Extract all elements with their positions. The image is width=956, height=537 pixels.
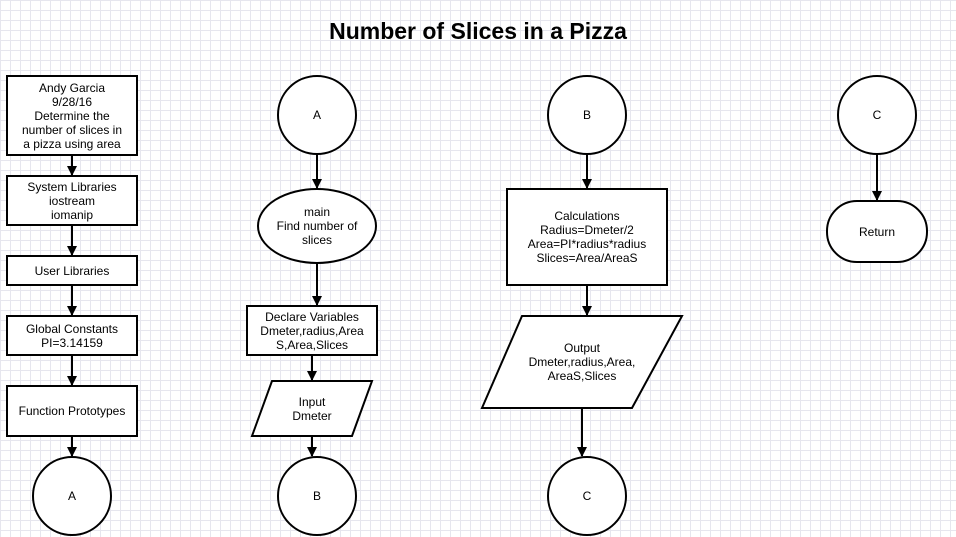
calculations-box bbox=[506, 188, 668, 286]
header-box bbox=[6, 75, 138, 156]
user-libraries-label: User Libraries bbox=[34, 263, 110, 278]
connector-a-out-label: A bbox=[67, 489, 76, 503]
global-constants-box bbox=[6, 315, 138, 356]
declare-variables-label: Declare Variables Dmeter,radius,Area S,A… bbox=[260, 309, 364, 352]
connector-a-in-label: A bbox=[312, 108, 321, 122]
system-libraries-box bbox=[6, 175, 138, 226]
header-label: Andy Garcia 9/28/16 Determine the number… bbox=[21, 80, 123, 151]
output-parallelogram bbox=[480, 315, 684, 409]
output-label: Output Dmeter,radius,Area, AreaS,Slices bbox=[528, 341, 636, 383]
diagram-title: Number of Slices in a Pizza bbox=[329, 18, 627, 44]
connector-b-out bbox=[277, 456, 357, 536]
connector-c-in-label: C bbox=[872, 108, 882, 122]
connector-a-out bbox=[32, 456, 112, 536]
return-terminal bbox=[826, 200, 928, 263]
main-label: main Find number of slices bbox=[276, 205, 358, 247]
connector-b-out-label: B bbox=[312, 489, 321, 503]
function-prototypes-label: Function Prototypes bbox=[18, 404, 126, 418]
global-constants-label: Global Constants PI=3.14159 bbox=[25, 321, 119, 350]
input-parallelogram bbox=[250, 380, 374, 437]
connector-c-out bbox=[547, 456, 627, 536]
calculations-label: Calculations Radius=Dmeter/2 Area=PI*rad… bbox=[527, 209, 647, 265]
connector-b-in-label: B bbox=[582, 108, 591, 122]
input-label: Input Dmeter bbox=[292, 394, 332, 423]
return-label: Return bbox=[858, 224, 896, 239]
connector-c-out-label: C bbox=[582, 489, 592, 503]
system-libraries-label: System Libraries iostream iomanip bbox=[27, 179, 117, 222]
